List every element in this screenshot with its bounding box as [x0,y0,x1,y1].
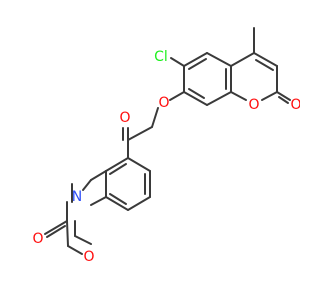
oxazine-ring-oxygen-label: O [83,249,94,265]
amide-nitrogen-label: N [72,189,82,205]
ether-oxygen-label: O [158,95,169,111]
lactone-carbonyl-oxygen-label: O [290,97,300,113]
chlorine-atom-label: Cl [154,49,168,65]
structure-diagram: Cl O O O O N O O [32,27,300,265]
lactone-ring-oxygen-label: O [248,97,259,113]
ketone-oxygen-label: O [119,110,130,126]
bond-lines [44,27,291,255]
amide-carbonyl-oxygen-label: O [32,231,43,247]
